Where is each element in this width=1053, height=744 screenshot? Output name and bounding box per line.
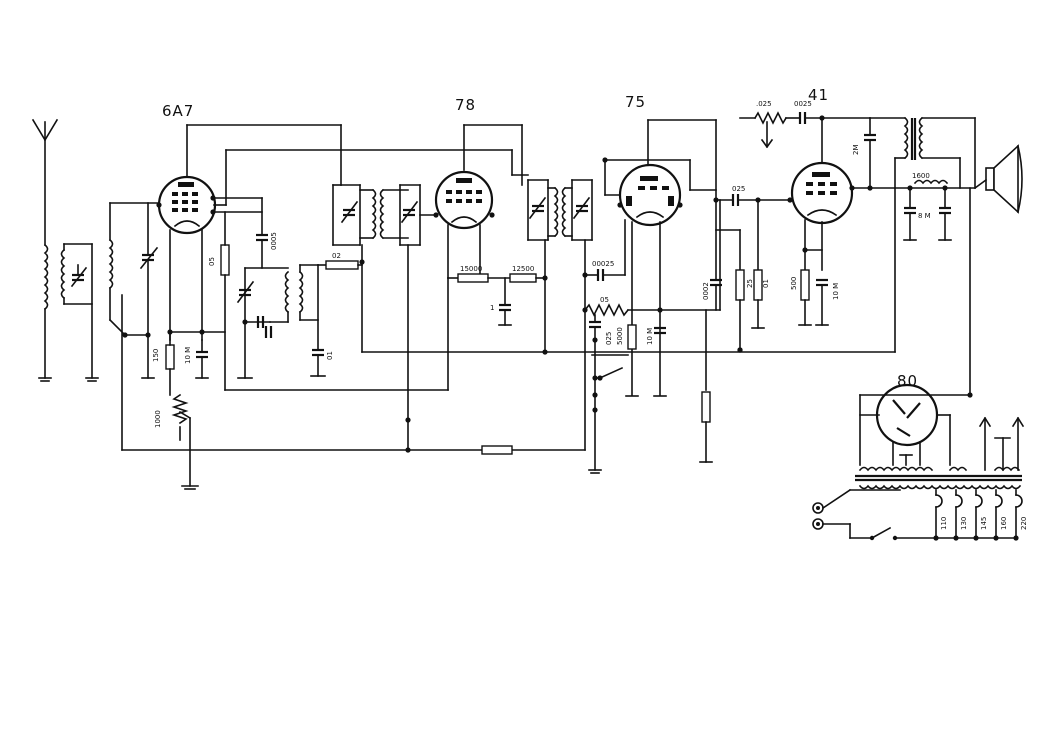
resistor-02: 02 bbox=[317, 252, 363, 270]
output-transformer: 1600 bbox=[869, 116, 976, 353]
antenna-coil bbox=[43, 243, 93, 379]
tube-label-80: 80 bbox=[897, 372, 918, 390]
cathode-resistor-78: 15000 12500 1 bbox=[447, 265, 546, 391]
label-8m: 8 M bbox=[918, 212, 931, 220]
label-10m: 10 M bbox=[184, 347, 192, 364]
cathode-41: 500 10 M bbox=[790, 247, 840, 326]
label-01a: 01 bbox=[326, 351, 334, 360]
b-plus-bus bbox=[361, 347, 896, 455]
antenna-symbol bbox=[31, 118, 59, 246]
label-10m-b: 10 M bbox=[646, 328, 654, 345]
label-1000: 1000 bbox=[154, 410, 162, 428]
tube-label-78: 78 bbox=[455, 96, 476, 114]
tube-label-41: 41 bbox=[808, 86, 829, 104]
tube-label-6a7: 6A7 bbox=[162, 102, 194, 120]
label-110: 110 bbox=[940, 517, 948, 530]
tube-label-75: 75 bbox=[625, 93, 646, 111]
label-1: 1 bbox=[490, 304, 494, 312]
if-transformer-1 bbox=[332, 124, 421, 453]
label-220: 220 bbox=[1020, 517, 1028, 530]
label-1600: 1600 bbox=[912, 172, 930, 180]
label-01b: 01 bbox=[762, 279, 770, 288]
label-00025: 00025 bbox=[592, 260, 614, 268]
detector-network: 00025 05 025 5000 10 M bbox=[583, 199, 721, 474]
label-025a: 025 bbox=[605, 332, 613, 345]
label-05a: 05 bbox=[208, 257, 216, 266]
label-5000: 5000 bbox=[616, 327, 624, 345]
label-0025: 0025 bbox=[794, 100, 812, 108]
tube-41: 41 bbox=[787, 86, 896, 271]
oscillator-section: 05 0005 01 bbox=[208, 197, 449, 391]
power-transformer bbox=[855, 416, 1025, 490]
label-12500: 12500 bbox=[512, 265, 534, 273]
ground-symbol bbox=[38, 377, 99, 382]
label-145: 145 bbox=[980, 517, 988, 530]
label-500: 500 bbox=[790, 277, 798, 290]
label-0005: 0005 bbox=[270, 232, 278, 250]
label-10m-c: 10 M bbox=[832, 283, 840, 300]
coupling-network: 025 0002 25 01 bbox=[689, 185, 791, 463]
label-15000: 15000 bbox=[460, 265, 482, 273]
label-25: 25 bbox=[746, 279, 754, 288]
label-130: 130 bbox=[960, 517, 968, 530]
mains-input bbox=[812, 488, 901, 541]
if-transformer-2 bbox=[511, 174, 593, 451]
mains-taps: 110 130 145 160 220 bbox=[894, 489, 1028, 541]
cathode-bias: 150 10 M 1000 bbox=[152, 329, 226, 490]
label-025b: 025 bbox=[732, 185, 745, 193]
tube-75: 75 bbox=[602, 93, 717, 396]
top-bus bbox=[225, 124, 523, 206]
label-05b: 05 bbox=[600, 296, 609, 304]
variable-capacitor bbox=[70, 264, 88, 288]
label-025c: .025 bbox=[756, 100, 772, 108]
filter-capacitors: 8 M bbox=[903, 187, 973, 398]
label-02: 02 bbox=[332, 252, 341, 260]
tube-80: 80 bbox=[859, 372, 971, 466]
label-150: 150 bbox=[152, 349, 160, 362]
tube-78: 78 bbox=[419, 96, 495, 279]
label-0002: 0002 bbox=[702, 282, 710, 300]
tone-network: .025 0025 2M bbox=[739, 100, 876, 191]
label-160: 160 bbox=[1000, 517, 1008, 530]
speaker-symbol bbox=[973, 144, 1023, 214]
label-2m: 2M bbox=[852, 145, 860, 156]
tuning-capacitor bbox=[139, 202, 159, 379]
tube-6a7: 6A7 bbox=[156, 102, 342, 341]
